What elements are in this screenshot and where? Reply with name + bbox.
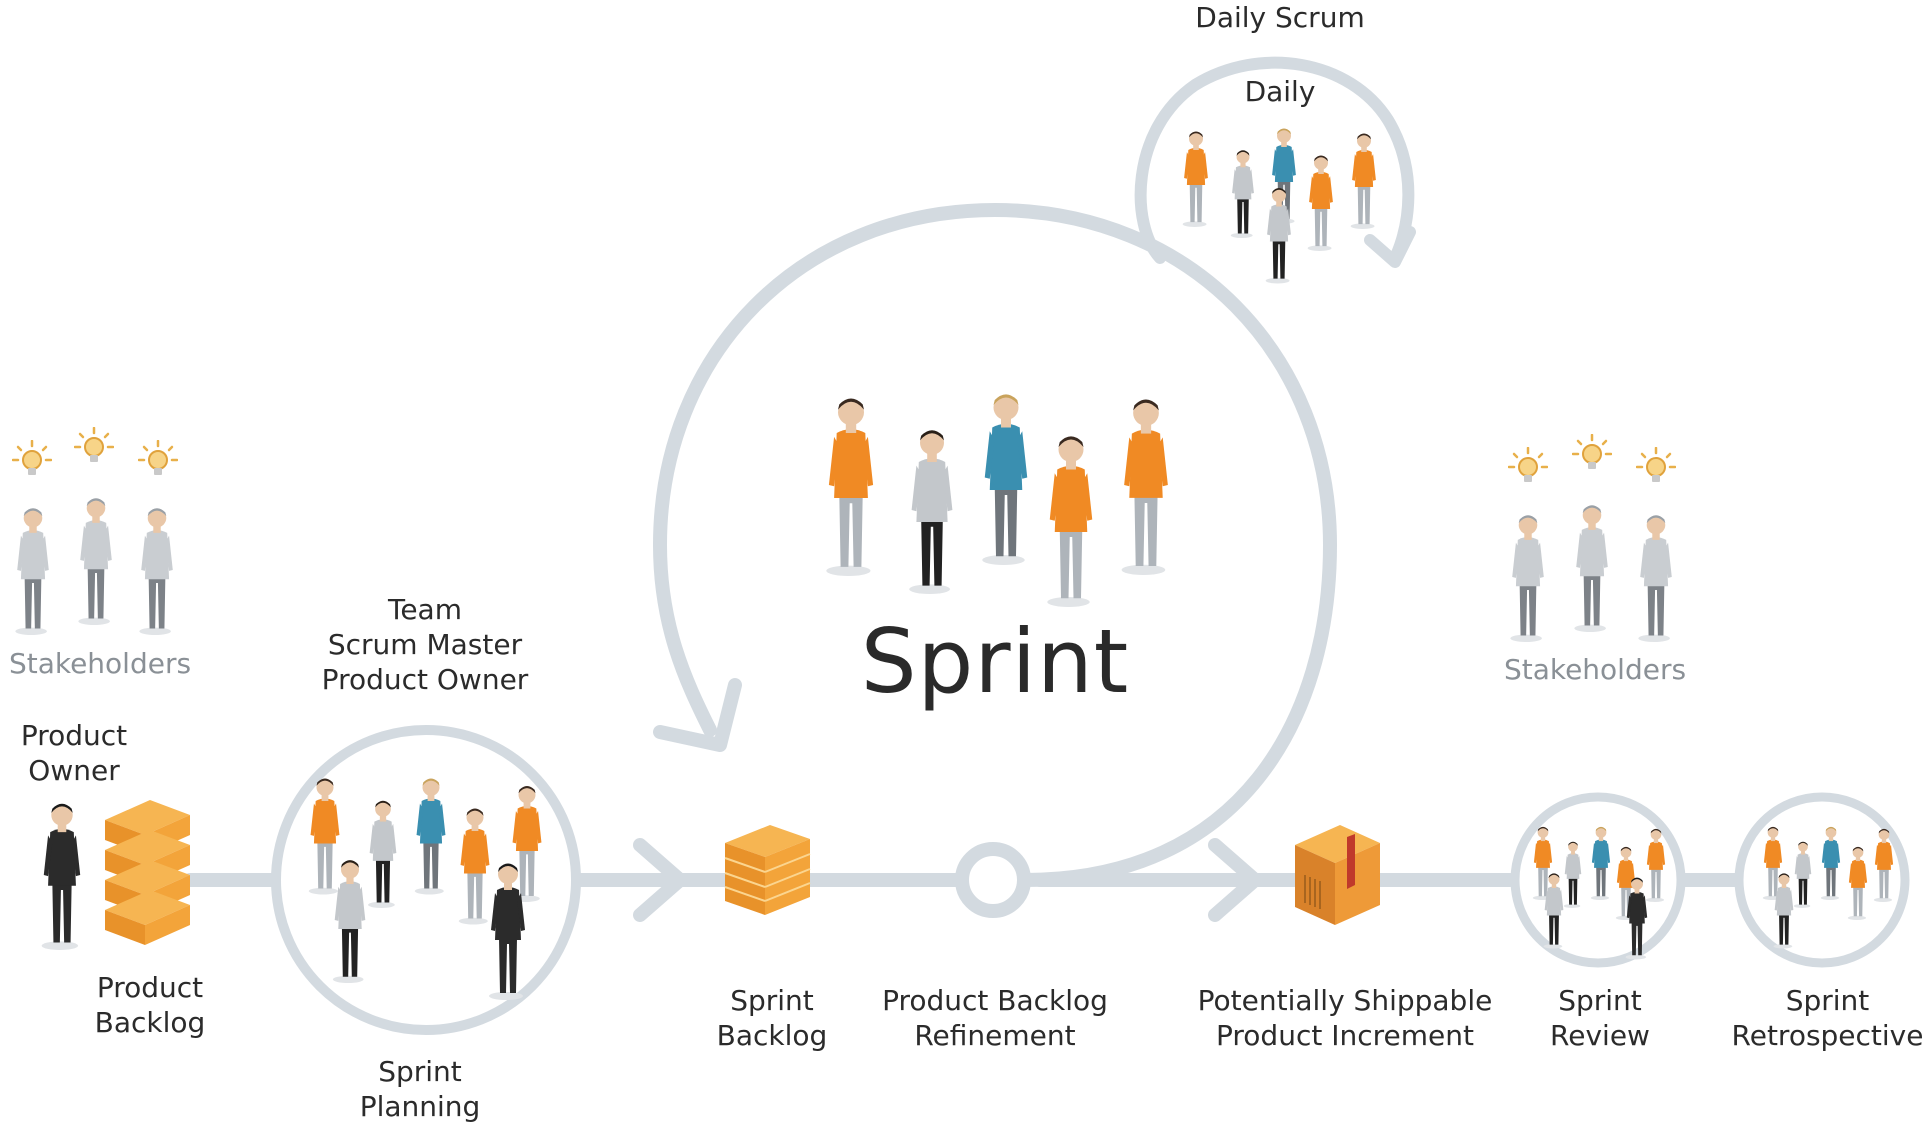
sprint-retrospective-label: Sprint Retrospective <box>1731 984 1924 1052</box>
flow-arrow-icon <box>633 838 1262 922</box>
sprint-loop-arrowhead-icon <box>653 678 742 752</box>
person-icon <box>909 430 953 594</box>
product-owner-person-icon <box>41 803 81 950</box>
lightbulb-icon <box>74 427 114 464</box>
person-icon <box>982 394 1028 565</box>
person-icon <box>1121 399 1168 575</box>
sprint-planning-label: Sprint Planning <box>359 1055 481 1123</box>
product-backlog-label: Product Backlog <box>94 971 206 1039</box>
sprint-backlog-label: Sprint Backlog <box>716 984 828 1052</box>
lightbulb-icon <box>138 440 178 477</box>
daily-scrum-loop-arrow <box>1134 56 1415 264</box>
sprint-backlog-stack-icon <box>724 825 811 915</box>
person-icon <box>1182 131 1208 227</box>
stakeholders-left-label: Stakeholders <box>8 647 192 680</box>
stakeholders-right-label: Stakeholders <box>1503 653 1687 686</box>
lightbulb-icon <box>1572 434 1612 471</box>
backlog-refinement-label: Product Backlog Refinement <box>882 984 1108 1052</box>
person-icon <box>826 398 874 576</box>
package-box-icon <box>1295 825 1380 925</box>
team-roles-label: Team Scrum Master Product Owner <box>321 593 529 696</box>
backlog-stack-icon <box>105 800 190 945</box>
lightbulb-icon <box>1636 447 1676 484</box>
person-icon <box>1047 436 1093 607</box>
daily-scrum-team-group <box>1182 128 1376 284</box>
product-increment-label: Potentially Shippable Product Increment <box>1197 984 1493 1052</box>
sprint-team-group <box>826 394 1168 607</box>
stakeholders-right-group <box>1508 434 1676 642</box>
sprint-review-label: Sprint Review <box>1550 984 1650 1052</box>
refinement-node <box>955 842 1031 918</box>
lightbulb-icon <box>1508 447 1548 484</box>
person-icon <box>1230 150 1254 238</box>
sprint-loop-arrow <box>652 202 1338 887</box>
daily-scrum-arrowhead-icon <box>1364 226 1416 268</box>
daily-scrum-label: Daily Scrum <box>1195 1 1365 34</box>
lightbulb-icon <box>12 440 52 477</box>
person-icon <box>1307 155 1333 251</box>
daily-label: Daily <box>1244 75 1316 108</box>
sprint-title: Sprint <box>860 610 1130 713</box>
stakeholders-left-group <box>12 427 178 635</box>
person-icon <box>1350 133 1376 229</box>
product-owner-label: Product Owner <box>20 719 128 787</box>
